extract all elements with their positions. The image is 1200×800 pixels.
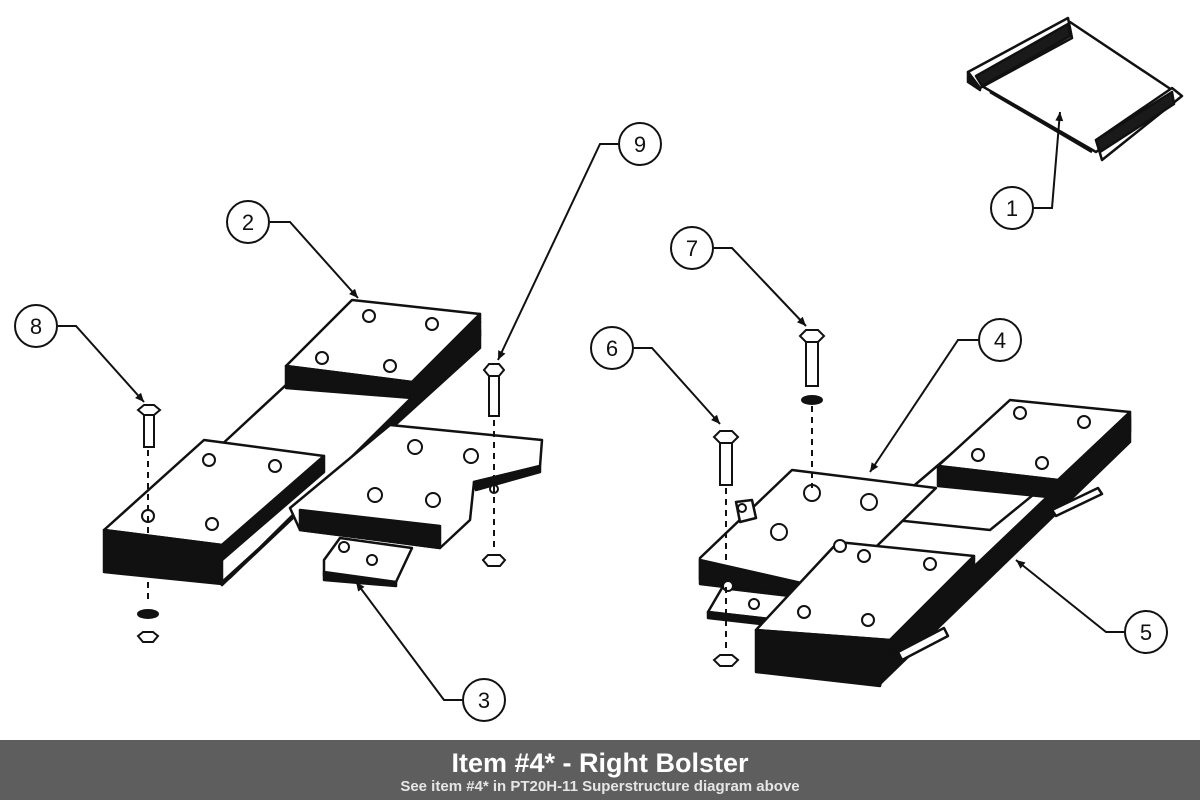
caption-bar: Item #4* - Right Bolster See item #4* in…: [0, 740, 1200, 800]
part-2-left-bolster-beam: [102, 298, 544, 588]
part-1-channel-tray: [966, 16, 1184, 162]
callout-6-number: 6: [606, 336, 618, 361]
part-4-right-bolster: [698, 398, 1132, 688]
callout-7-number: 7: [686, 236, 698, 261]
callout-5: 5: [1124, 610, 1168, 654]
part-9-bolt: [481, 363, 507, 567]
callout-3: 3: [462, 678, 506, 722]
callout-2: 2: [226, 200, 270, 244]
callout-1-number: 1: [1006, 196, 1018, 221]
callout-leaders: [58, 111, 1124, 701]
callout-6: 6: [590, 326, 634, 370]
part-6-bolt: [712, 430, 740, 667]
callout-4-number: 4: [994, 328, 1006, 353]
callout-2-number: 2: [242, 210, 254, 235]
callout-7: 7: [670, 226, 714, 270]
part-7-bolt: [798, 329, 826, 488]
callout-9: 9: [618, 122, 662, 166]
callout-5-number: 5: [1140, 620, 1152, 645]
callout-1: 1: [990, 186, 1034, 230]
caption-subtitle: See item #4* in PT20H-11 Superstructure …: [400, 778, 800, 795]
callout-3-number: 3: [478, 688, 490, 713]
callout-8: 8: [14, 304, 58, 348]
callout-8-number: 8: [30, 314, 42, 339]
callout-9-number: 9: [634, 132, 646, 157]
caption-title: Item #4* - Right Bolster: [451, 748, 749, 778]
exploded-parts-diagram: 1 2 3 4 5 6 7 8 9: [14, 16, 1184, 722]
part-8-bolt: [136, 404, 162, 643]
callout-4: 4: [978, 318, 1022, 362]
